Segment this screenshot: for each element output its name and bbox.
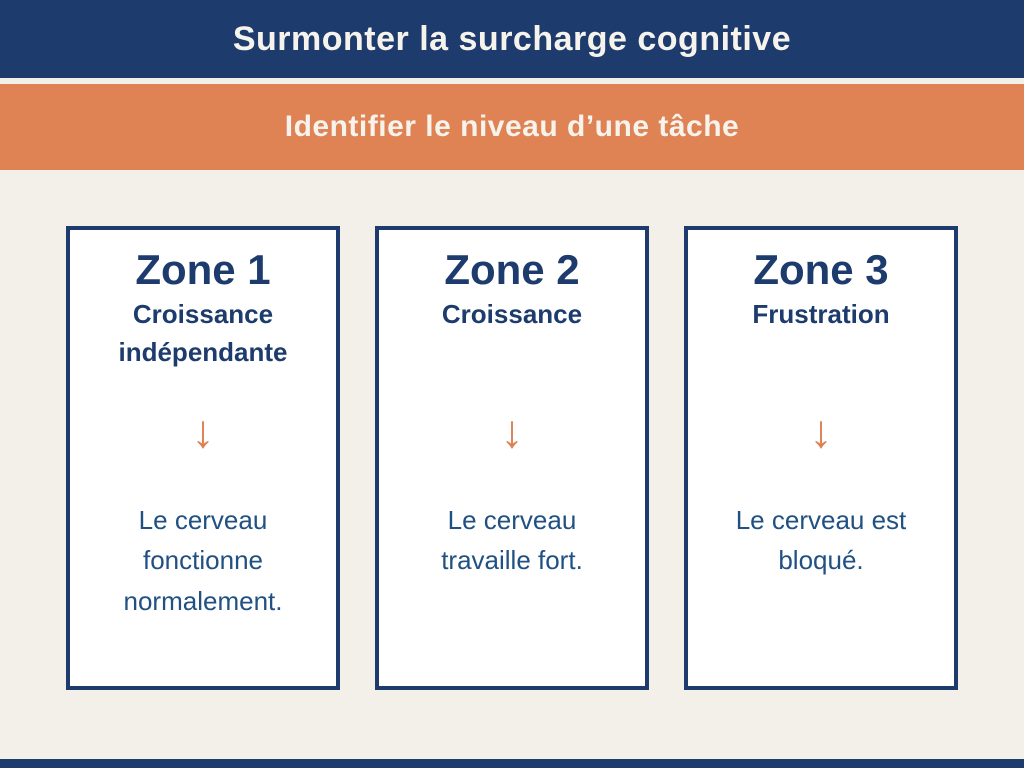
down-arrow-icon: ↓ — [500, 405, 524, 457]
zone-1-card: Zone 1 Croissance indépendante ↓ Le cerv… — [66, 226, 340, 690]
zone-3-header: Zone 3 Frustration — [688, 230, 954, 398]
zone-1-description: Le cerveau fonctionne normalement. — [123, 505, 283, 616]
zone-3-description: Le cerveau est bloqué. — [735, 505, 907, 576]
zone-2-header: Zone 2 Croissance — [379, 230, 645, 398]
subheader-bar: Identifier le niveau d’une tâche — [0, 84, 1024, 170]
main-title: Surmonter la surcharge cognitive — [232, 19, 792, 58]
zone-2-card: Zone 2 Croissance ↓ Le cerveau travaille… — [375, 226, 649, 690]
footer-bar — [0, 759, 1024, 768]
zone-2-description: Le cerveau travaille fort. — [441, 505, 583, 576]
zone-2-title: Zone 2 — [444, 246, 580, 293]
zone-3-title: Zone 3 — [753, 246, 889, 293]
down-arrow-icon: ↓ — [191, 405, 215, 457]
zones-row: Zone 1 Croissance indépendante ↓ Le cerv… — [0, 226, 1024, 690]
zone-3-card: Zone 3 Frustration ↓ Le cerveau est bloq… — [684, 226, 958, 690]
header-bar: Surmonter la surcharge cognitive — [0, 0, 1024, 78]
zone-1-subtitle: Croissance indépendante — [118, 299, 288, 367]
zone-1-header: Zone 1 Croissance indépendante — [70, 230, 336, 398]
zone-2-subtitle: Croissance — [441, 299, 583, 330]
header-divider — [0, 78, 1024, 84]
down-arrow-icon: ↓ — [809, 405, 833, 457]
zone-1-title: Zone 1 — [135, 246, 271, 293]
subheader-title: Identifier le niveau d’une tâche — [284, 110, 740, 143]
zone-3-subtitle: Frustration — [752, 299, 890, 330]
